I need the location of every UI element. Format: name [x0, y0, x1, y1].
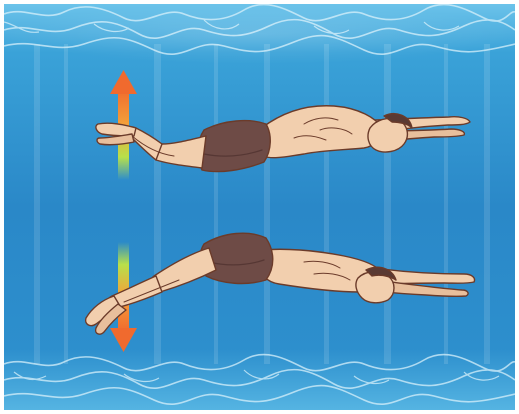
water-background	[4, 4, 515, 410]
illustration-frame	[4, 4, 515, 410]
underwater-scene	[4, 4, 515, 410]
